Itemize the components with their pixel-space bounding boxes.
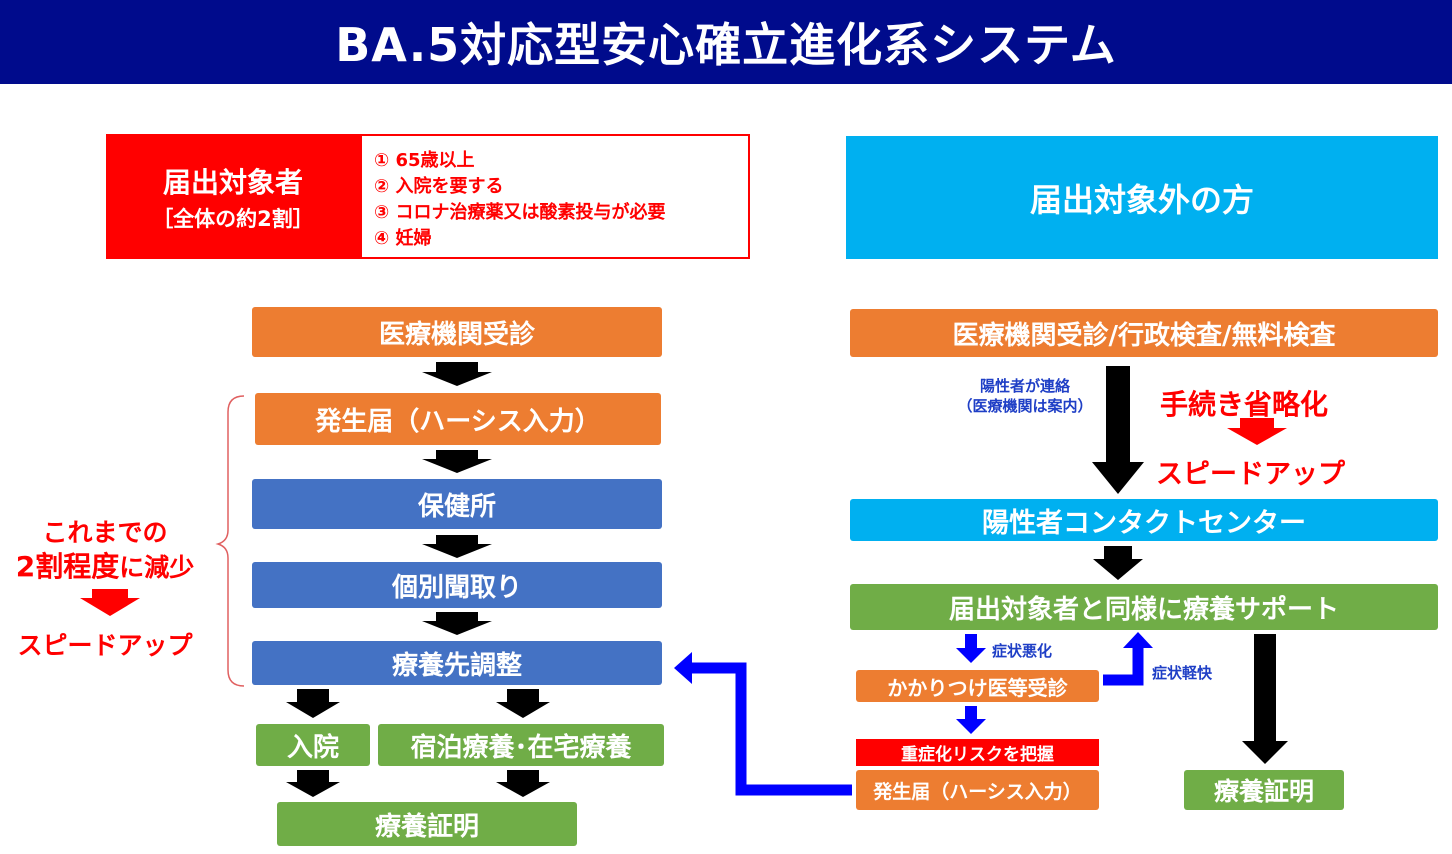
target-persons-box: 届出対象者 ［全体の約2割］ bbox=[106, 134, 360, 259]
criteria-item: ② 入院を要する bbox=[374, 176, 504, 197]
criteria-list: ① 65歳以上 ② 入院を要する ③ コロナ治療薬又は酸素投与が必要 ④ 妊婦 bbox=[360, 134, 750, 259]
contact-center: 陽性者コンタクトセンター bbox=[850, 499, 1438, 541]
blue-up-arrow-icon bbox=[1123, 632, 1153, 648]
target-persons-label: 届出対象者 bbox=[162, 165, 303, 199]
red-down-arrow-icon bbox=[80, 589, 140, 616]
down-arrow-icon bbox=[286, 770, 340, 797]
left-report-filing: 発生届（ハーシス入力） bbox=[255, 393, 661, 445]
down-arrow-icon bbox=[286, 689, 340, 718]
target-persons-sub: ［全体の約2割］ bbox=[152, 206, 314, 231]
reduction-note-line1: これまでの bbox=[42, 518, 168, 547]
individual-interview: 個別聞取り bbox=[252, 562, 662, 608]
blue-return-arrow-icon bbox=[1103, 646, 1144, 686]
down-arrow-icon bbox=[496, 689, 550, 718]
criteria-item: ① 65歳以上 bbox=[374, 150, 475, 171]
down-arrow-icon bbox=[422, 535, 492, 558]
right-clinic-testing: 医療機関受診/行政検査/無料検査 bbox=[850, 309, 1438, 357]
down-arrow-icon bbox=[422, 612, 492, 635]
blue-down-arrow-icon bbox=[956, 706, 986, 734]
risk-assessment: 重症化リスクを把握 bbox=[856, 739, 1099, 766]
down-arrow-icon bbox=[1092, 366, 1144, 494]
non-target-persons-box: 届出対象外の方 bbox=[846, 136, 1438, 259]
reduction-suffix: に減少 bbox=[119, 553, 195, 582]
left-speedup-label: スピードアップ bbox=[17, 631, 193, 660]
blue-left-arrow-icon bbox=[674, 652, 692, 684]
right-speedup-label: スピードアップ bbox=[1156, 459, 1345, 490]
care-support: 届出対象者と同様に療養サポート bbox=[850, 584, 1438, 630]
reduction-note-line2: 2割程度に減少 bbox=[0, 550, 210, 585]
red-down-arrow-icon bbox=[1227, 418, 1287, 445]
blue-feedback-arrow-icon bbox=[688, 662, 852, 796]
down-arrow-icon bbox=[422, 450, 492, 473]
placement-coordination: 療養先調整 bbox=[252, 641, 662, 685]
reduction-amount: 2割程度 bbox=[15, 550, 120, 583]
contact-note-line2: （医療機関は案内） bbox=[957, 397, 1093, 415]
blue-down-arrow-icon bbox=[956, 634, 986, 663]
hospitalization: 入院 bbox=[256, 724, 370, 766]
simplify-label: 手続き省略化 bbox=[1160, 388, 1329, 421]
down-arrow-icon bbox=[422, 362, 492, 386]
down-arrow-icon bbox=[1093, 546, 1143, 580]
non-target-persons-label: 届出対象外の方 bbox=[1029, 180, 1254, 219]
left-care-certificate: 療養証明 bbox=[277, 802, 577, 846]
page-title: BA.5対応型安心確立進化系システム bbox=[0, 0, 1452, 84]
family-doctor-visit: かかりつけ医等受診 bbox=[856, 670, 1099, 702]
lodging-home-care: 宿泊療養･在宅療養 bbox=[378, 724, 664, 766]
reduction-note: これまでの 2割程度に減少 bbox=[0, 516, 210, 585]
contact-note-line1: 陽性者が連絡 bbox=[979, 377, 1070, 395]
improvement-label: 症状軽快 bbox=[1152, 664, 1213, 682]
brace-icon bbox=[215, 395, 245, 687]
right-care-certificate: 療養証明 bbox=[1184, 770, 1344, 810]
down-arrow-icon bbox=[496, 770, 550, 797]
criteria-item: ④ 妊婦 bbox=[374, 228, 432, 249]
contact-note: 陽性者が連絡 （医療機関は案内） bbox=[950, 376, 1100, 416]
worsening-label: 症状悪化 bbox=[992, 642, 1053, 660]
right-report-filing: 発生届（ハーシス入力） bbox=[856, 770, 1099, 810]
down-arrow-icon bbox=[1242, 634, 1288, 764]
criteria-item: ③ コロナ治療薬又は酸素投与が必要 bbox=[374, 202, 666, 223]
health-center: 保健所 bbox=[252, 479, 662, 529]
left-clinic-visit: 医療機関受診 bbox=[252, 307, 662, 357]
